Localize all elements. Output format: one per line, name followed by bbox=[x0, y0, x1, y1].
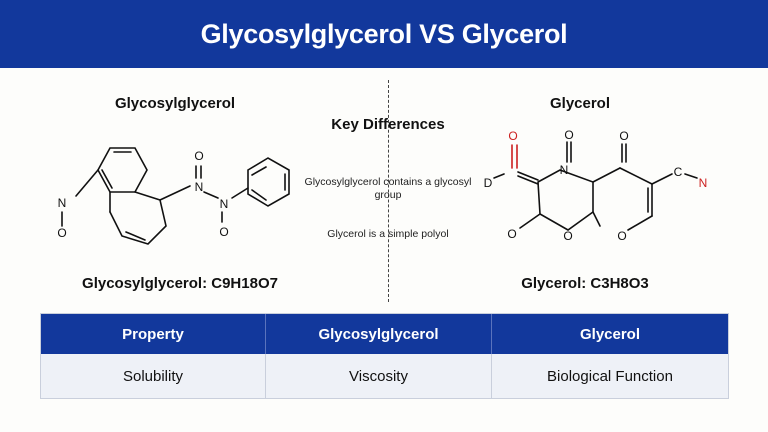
right-atom-o-bottom-left: O bbox=[507, 227, 516, 241]
right-atom-o-top-right: O bbox=[619, 129, 628, 143]
left-molecule-title: Glycosylglycerol bbox=[114, 95, 236, 112]
table-row: Solubility Viscosity Biological Function bbox=[41, 354, 728, 398]
right-atom-n-ring: N bbox=[560, 163, 569, 177]
table-cell: Viscosity bbox=[266, 354, 492, 398]
right-molecule-formula: Glycerol: C3H8O3 bbox=[521, 275, 649, 292]
left-molecule-formula: Glycosylglycerol: C9H18O7 bbox=[82, 275, 278, 292]
key-difference-note-2: Glycerol is a simple polyol bbox=[327, 228, 449, 240]
right-atom-o-ring-1: O bbox=[563, 229, 572, 243]
left-atom-n-left: N bbox=[58, 196, 67, 210]
right-atom-o-top-mid: O bbox=[564, 128, 573, 142]
right-atom-c: C bbox=[674, 165, 683, 179]
left-molecule-structure bbox=[61, 147, 290, 245]
left-atom-n-bottom: N bbox=[220, 197, 229, 211]
right-atom-n-right: N bbox=[699, 176, 708, 190]
key-differences-title: Key Differences bbox=[331, 116, 445, 133]
left-atom-o-left: O bbox=[57, 226, 66, 240]
table-cell: Biological Function bbox=[547, 367, 673, 385]
right-atom-o-top-left: O bbox=[508, 129, 517, 143]
table-header-cell: Glycerol bbox=[579, 325, 641, 343]
comparison-table: Property Glycosylglycerol Glycerol Solub… bbox=[40, 313, 729, 399]
right-atom-d: D bbox=[484, 176, 493, 190]
table-cell: Solubility bbox=[41, 354, 266, 398]
center-divider bbox=[388, 80, 389, 302]
left-atom-o-bottom: O bbox=[219, 225, 228, 239]
left-atom-n-top: N bbox=[195, 180, 204, 194]
key-difference-note-1: Glycosylglycerol contains a glycosyl gro… bbox=[304, 176, 472, 201]
table-header-row: Property Glycosylglycerol Glycerol bbox=[41, 314, 728, 354]
right-atom-o-ring-2: O bbox=[617, 229, 626, 243]
page-title: Glycosylglycerol VS Glycerol bbox=[200, 18, 568, 49]
left-atom-o-top: O bbox=[194, 149, 203, 163]
right-molecule-title: Glycerol bbox=[549, 95, 611, 112]
right-molecule-structure bbox=[493, 141, 698, 231]
table-header-cell: Property bbox=[41, 314, 266, 354]
table-header-cell: Glycosylglycerol bbox=[266, 314, 492, 354]
page-header: Glycosylglycerol VS Glycerol bbox=[0, 0, 768, 68]
